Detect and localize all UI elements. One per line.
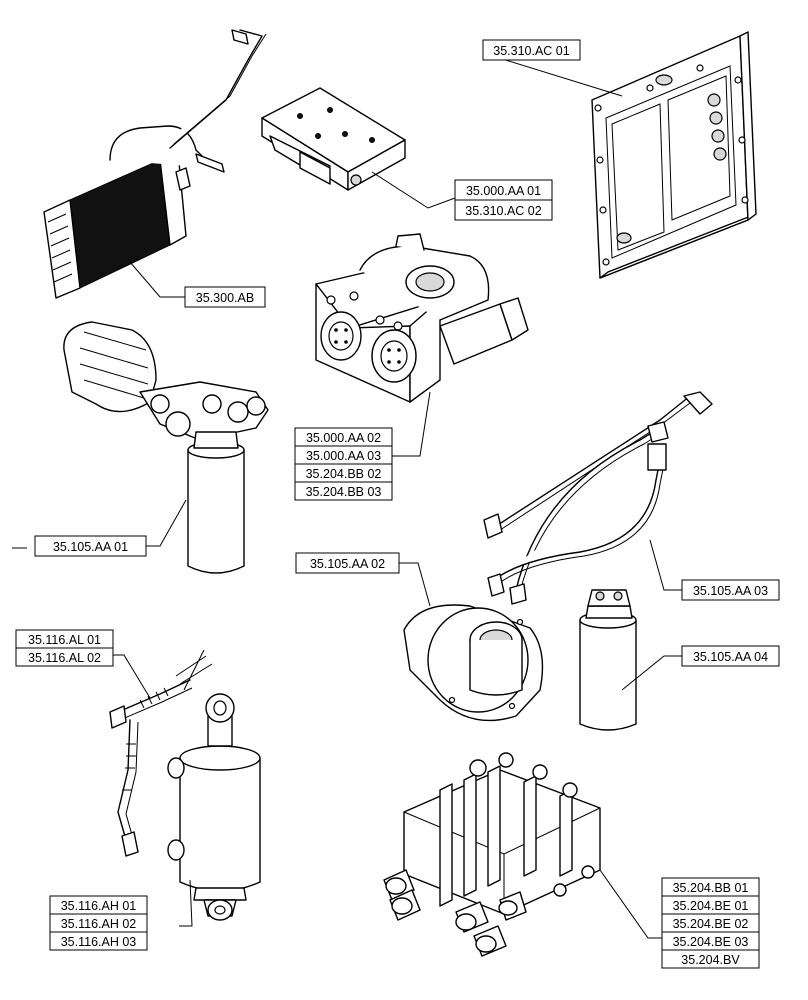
svg-text:35.204.BE 02: 35.204.BE 02 — [673, 917, 749, 931]
label-stack-35-116-ah: 35.116.AH 01 35.116.AH 02 35.116.AH 03 — [49, 895, 148, 951]
svg-text:35.105.AA 03: 35.105.AA 03 — [693, 584, 768, 598]
label-35-310-ac-01: 35.310.AC 01 — [482, 39, 581, 61]
svg-text:35.204.BE 01: 35.204.BE 01 — [673, 899, 749, 913]
label-stack-35-000-aa-01: 35.000.AA 01 35.310.AC 02 — [454, 179, 553, 221]
svg-text:35.000.AA 02: 35.000.AA 02 — [306, 431, 381, 445]
label-stack-35-116-al: 35.116.AL 01 35.116.AL 02 — [15, 629, 114, 667]
svg-text:35.204.BV: 35.204.BV — [681, 953, 740, 967]
valve-block-part — [261, 87, 406, 191]
label-stack-35-204: 35.204.BB 01 35.204.BE 01 35.204.BE 02 3… — [661, 877, 760, 969]
cover-plate-part — [591, 31, 757, 279]
oil-filter-part — [579, 589, 637, 731]
svg-text:35.310.AC 01: 35.310.AC 01 — [493, 44, 569, 58]
svg-text:35.204.BB 02: 35.204.BB 02 — [306, 467, 382, 481]
svg-text:35.105.AA 01: 35.105.AA 01 — [53, 540, 128, 554]
svg-text:35.116.AH 03: 35.116.AH 03 — [61, 935, 137, 949]
svg-text:35.310.AC 02: 35.310.AC 02 — [465, 204, 541, 218]
pump-filter-assembly-part — [63, 321, 269, 574]
control-valve-assembly-part — [383, 752, 601, 957]
label-35-105-aa-04: 35.105.AA 04 — [681, 645, 780, 667]
svg-text:35.105.AA 04: 35.105.AA 04 — [693, 650, 768, 664]
svg-text:35.116.AH 01: 35.116.AH 01 — [61, 899, 137, 913]
svg-text:35.204.BB 01: 35.204.BB 01 — [673, 881, 749, 895]
svg-text:35.204.BB 03: 35.204.BB 03 — [306, 485, 382, 499]
svg-text:35.000.AA 01: 35.000.AA 01 — [466, 184, 541, 198]
svg-text:35.105.AA 02: 35.105.AA 02 — [310, 557, 385, 571]
label-35-105-aa-03: 35.105.AA 03 — [681, 579, 780, 601]
hose-pair-part — [109, 649, 213, 857]
label-35-300-ab: 35.300.AB — [184, 286, 266, 308]
svg-text:35.204.BE 03: 35.204.BE 03 — [673, 935, 749, 949]
hydraulic-cylinder-part — [167, 693, 261, 921]
label-35-105-aa-01: 35.105.AA 01 — [34, 535, 147, 557]
svg-text:35.116.AL 01: 35.116.AL 01 — [28, 633, 101, 647]
suction-housing-part — [403, 604, 544, 722]
svg-text:35.116.AH 02: 35.116.AH 02 — [61, 917, 137, 931]
label-stack-35-000-aa-02: 35.000.AA 02 35.000.AA 03 35.204.BB 02 3… — [294, 427, 393, 501]
svg-text:35.000.AA 03: 35.000.AA 03 — [306, 449, 381, 463]
label-35-105-aa-02: 35.105.AA 02 — [295, 552, 400, 574]
hose-set-part — [483, 391, 713, 605]
distributor-block-part — [315, 233, 529, 403]
oil-cooler-part — [43, 29, 267, 299]
svg-text:35.300.AB: 35.300.AB — [196, 291, 254, 305]
svg-text:35.116.AL 02: 35.116.AL 02 — [28, 651, 101, 665]
